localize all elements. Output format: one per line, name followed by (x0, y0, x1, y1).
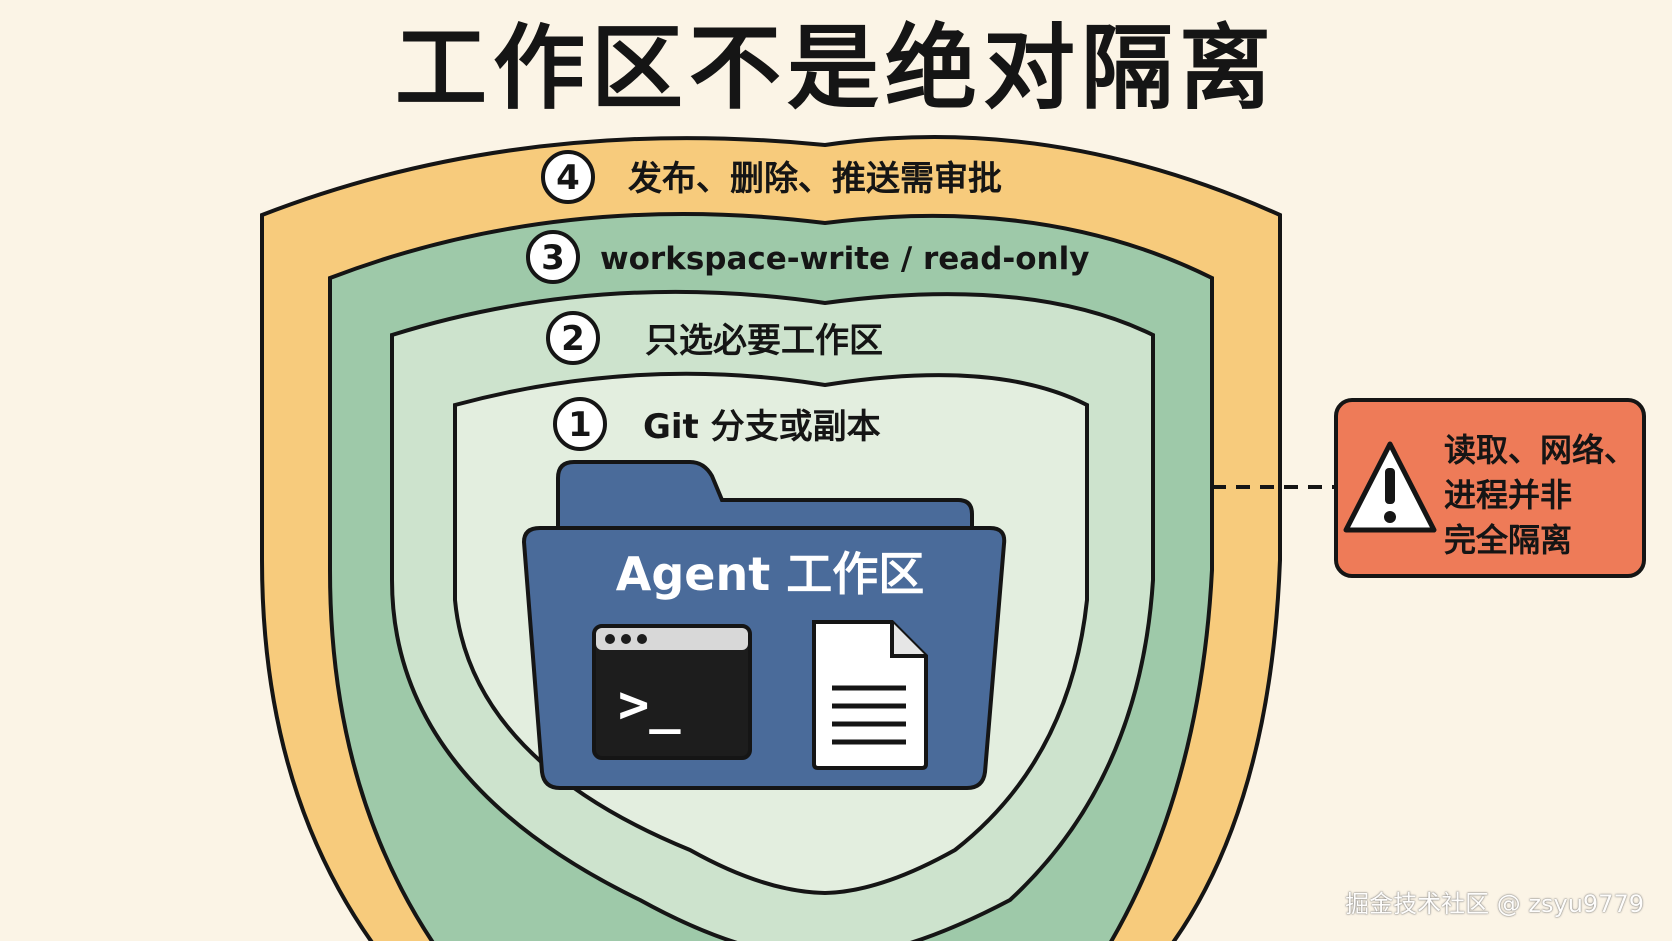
layer-4-text: 发布、删除、推送需审批 (628, 159, 1002, 199)
warning-callout: 读取、网络、 进程并非 完全隔离 (1334, 398, 1646, 578)
layer-2-number: 2 (561, 319, 585, 359)
terminal-window (592, 624, 752, 760)
layer-1-text: Git 分支或副本 (643, 407, 881, 447)
terminal-dot-1 (605, 634, 615, 644)
layer-1-number-badge (553, 397, 607, 451)
layer-4-label: 4 发布、删除、推送需审批 (541, 150, 1002, 204)
layer-2-text: 只选必要工作区 (645, 321, 883, 361)
document-page (812, 620, 928, 770)
layer-2-number-badge (546, 311, 600, 365)
terminal-dot-2 (621, 634, 631, 644)
layer-4-number-badge (541, 150, 595, 204)
layer-4-number: 4 (556, 158, 580, 198)
warning-line-3: 完全隔离 (1444, 521, 1572, 559)
folder-back (556, 460, 974, 542)
layer-2-label: 2 只选必要工作区 (546, 311, 883, 365)
terminal-prompt: >_ (618, 675, 681, 735)
page-title: 工作区不是绝对隔离 (394, 15, 1277, 122)
document-icon (812, 620, 928, 770)
layer-1-label: 1 Git 分支或副本 (553, 397, 881, 451)
layer-3-text: workspace-write / read-only (600, 241, 1089, 277)
warning-icon (1343, 441, 1437, 533)
warning-exclaim-bar (1385, 468, 1395, 504)
folder-label: Agent 工作区 (616, 547, 924, 601)
terminal-dot-3 (637, 634, 647, 644)
document-fold (890, 622, 926, 658)
layer-3-number-badge (526, 230, 580, 284)
warning-exclaim-dot (1384, 511, 1396, 523)
terminal-titlebar (596, 628, 748, 650)
warning-line-2: 进程并非 (1444, 476, 1572, 514)
layer-1-number: 1 (568, 405, 592, 445)
terminal-icon: >_ (592, 624, 752, 760)
layer-3-label: 3 workspace-write / read-only (526, 230, 1089, 284)
warning-line-1: 读取、网络、 (1444, 431, 1636, 469)
layer-3-number: 3 (541, 238, 565, 278)
watermark: 掘金技术社区 @ zsyu9779 (1345, 890, 1644, 918)
